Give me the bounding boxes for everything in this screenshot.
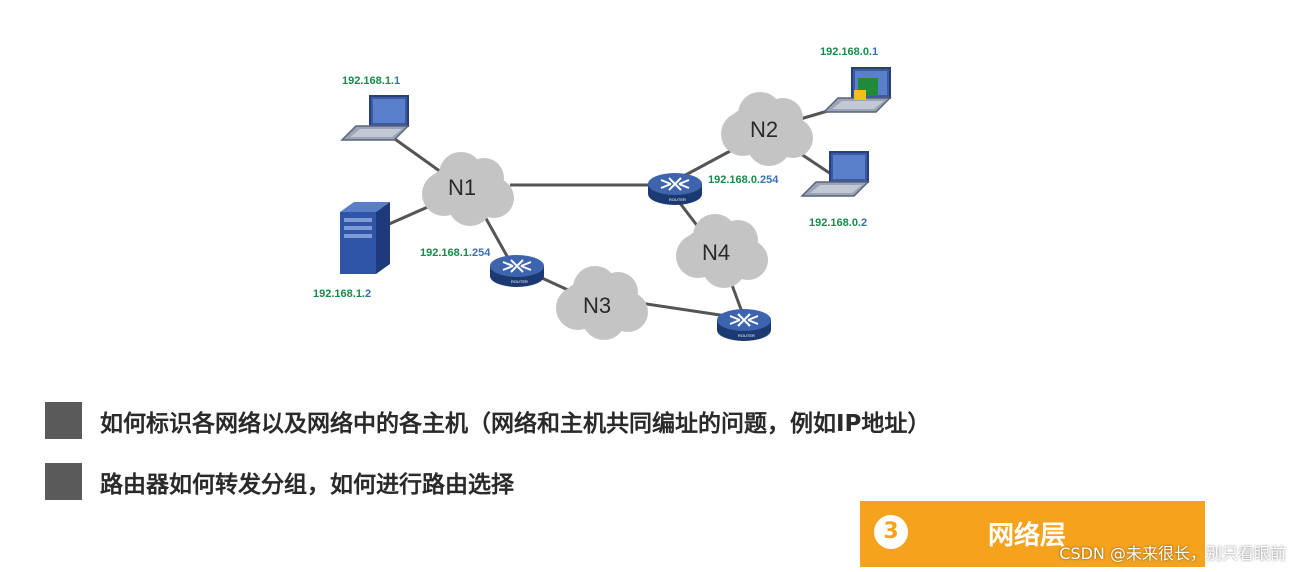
section-number-badge: 3 xyxy=(874,515,908,549)
laptop-icon-n1 xyxy=(341,95,409,141)
watermark: CSDN @未来很长，别只看眼前 xyxy=(1059,544,1286,563)
section-title: 网络层 xyxy=(988,521,1067,551)
ip-label-n2-laptop-top: 192.168.0.1 xyxy=(820,46,878,58)
network-label-n2: N2 xyxy=(750,117,778,142)
router-icon-n2: ROUTER xyxy=(647,172,703,206)
bullet-square-icon xyxy=(45,463,82,500)
laptop-icon-n2-top xyxy=(823,67,891,113)
ip-label-n1-router: 192.168.1.254 xyxy=(420,247,491,259)
network-label-n4: N4 xyxy=(702,240,730,265)
ip-label-n2-router: 192.168.0.254 xyxy=(708,174,779,186)
server-icon xyxy=(340,202,390,274)
bullet-square-icon xyxy=(45,402,82,439)
bullet-text: 如何标识各网络以及网络中的各主机（网络和主机共同编址的问题，例如IP地址） xyxy=(100,410,931,437)
router-icon-n1: ROUTER xyxy=(489,254,545,288)
router-icon-n3: ROUTER xyxy=(716,308,772,342)
laptop-icon-n2-bottom xyxy=(801,151,869,197)
network-label-n3: N3 xyxy=(583,293,611,318)
router-caption: ROUTER xyxy=(738,333,755,338)
router-caption: ROUTER xyxy=(669,197,686,202)
ip-label-n1-laptop: 192.168.1.1 xyxy=(342,75,400,87)
ip-label-n2-laptop-bottom: 192.168.0.2 xyxy=(809,217,867,229)
bullet-text: 路由器如何转发分组，如何进行路由选择 xyxy=(100,471,514,498)
router-caption: ROUTER xyxy=(511,279,528,284)
network-diagram: N1 N2 N3 N4 ROUTER ROUTER ROUTER 192.168… xyxy=(313,46,891,342)
network-label-n1: N1 xyxy=(448,175,476,200)
bullet-item-addressing: 如何标识各网络以及网络中的各主机（网络和主机共同编址的问题，例如IP地址） xyxy=(45,402,930,439)
ip-label-n1-server: 192.168.1.2 xyxy=(313,288,371,300)
section-banner: 3 网络层 xyxy=(860,501,1205,567)
bullet-item-routing: 路由器如何转发分组，如何进行路由选择 xyxy=(45,463,514,500)
